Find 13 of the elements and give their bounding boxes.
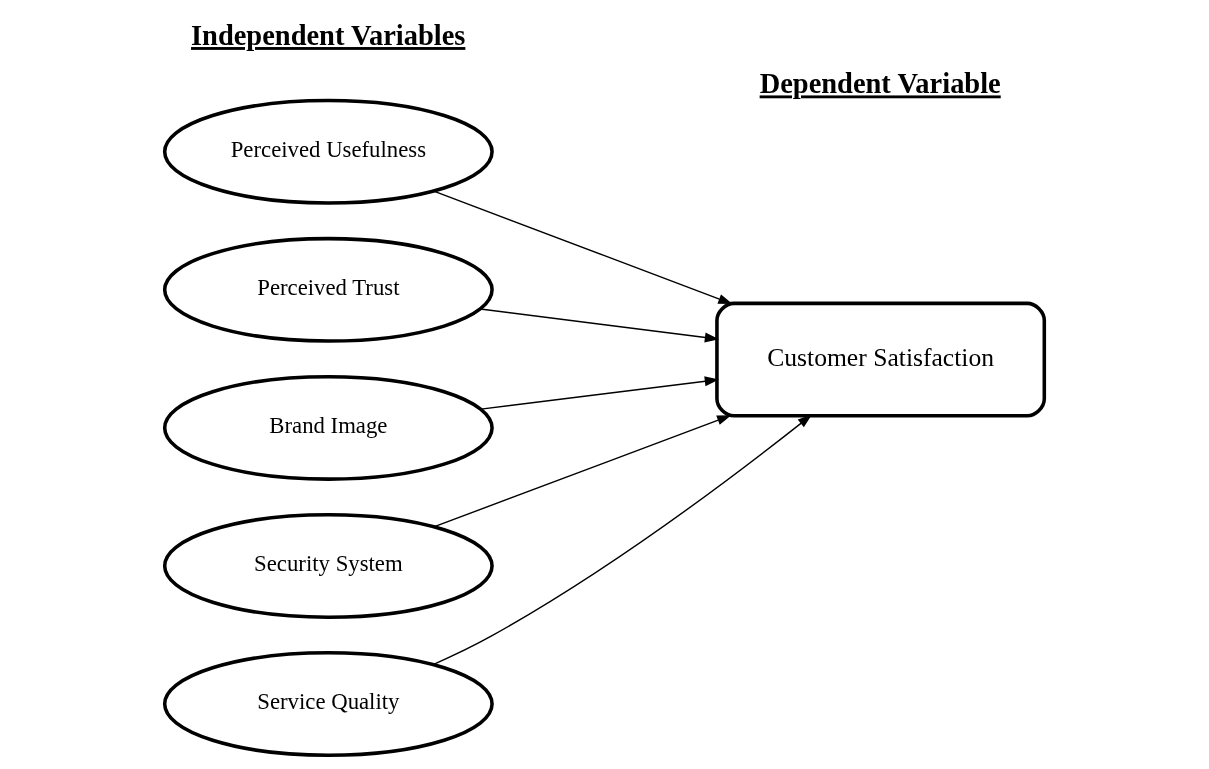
node-ellipse: Perceived Usefulness (162, 98, 494, 205)
node-ellipse: Service Quality (162, 651, 494, 758)
node-ellipse: Brand Image (162, 374, 494, 481)
arrow (433, 415, 732, 528)
node-box: Customer Satisfaction (715, 301, 1047, 418)
arrow (480, 376, 719, 410)
arrow (433, 190, 733, 305)
node-ellipse: Perceived Trust (162, 236, 494, 343)
node-ellipse: Security System (162, 512, 494, 619)
arrow (432, 414, 812, 666)
arrow (479, 308, 720, 343)
label: Dependent Variable (759, 68, 1001, 100)
label: Independent Variables (191, 20, 466, 52)
